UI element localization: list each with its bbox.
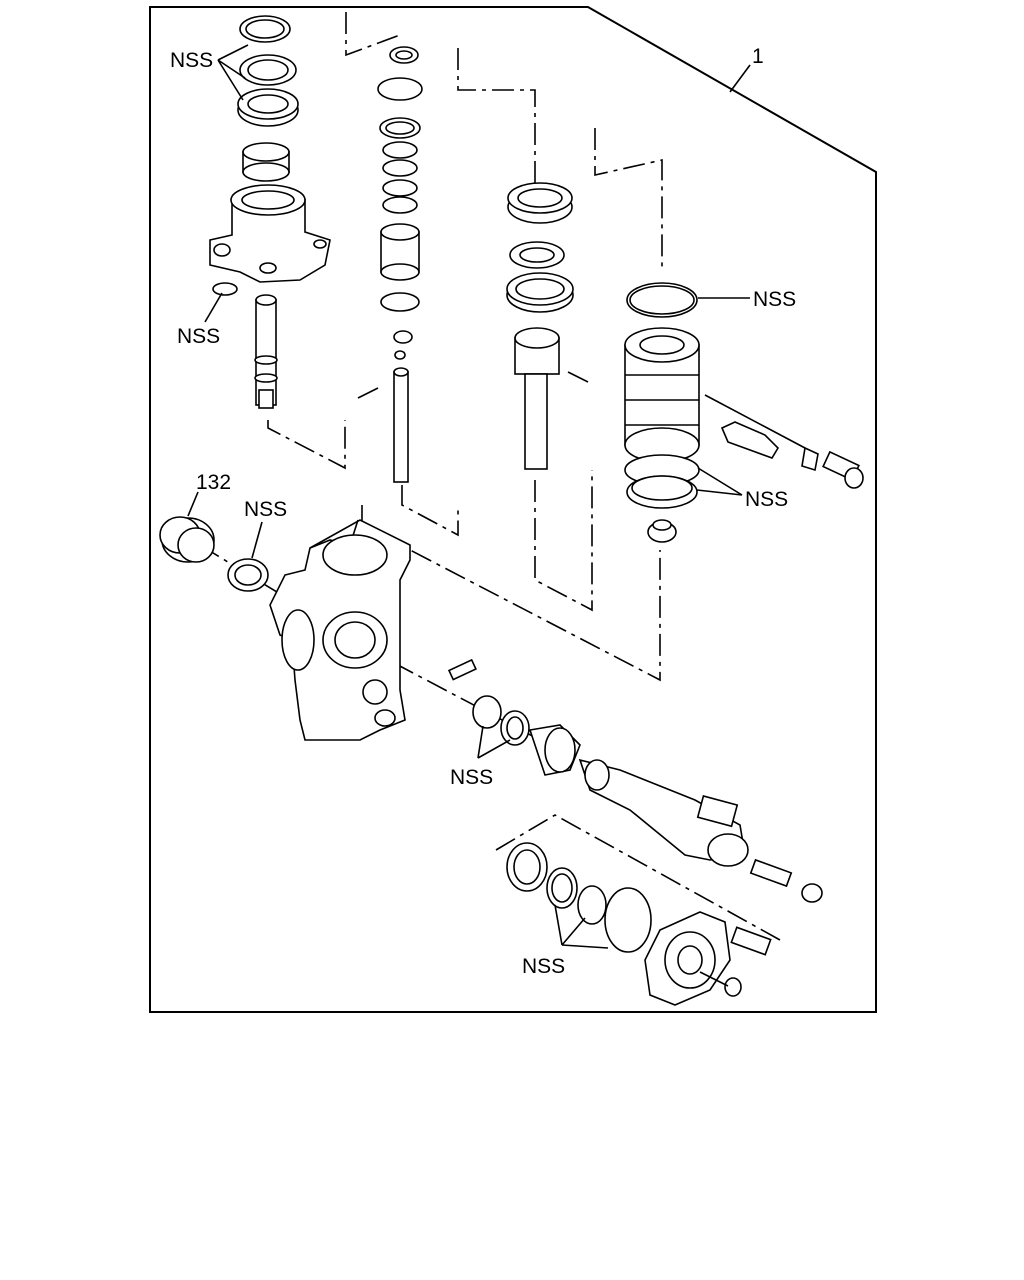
column-1-parts bbox=[209, 15, 331, 409]
side-cover-group bbox=[506, 842, 823, 1006]
guide-line-col3 bbox=[457, 48, 536, 185]
guide-line-col4 bbox=[594, 128, 663, 270]
guide-line-cover bbox=[495, 814, 781, 941]
callout-nss-oring: NSS bbox=[177, 325, 220, 348]
callout-nss-shaft-seals: NSS bbox=[450, 766, 493, 789]
guide-line-col2 bbox=[345, 12, 401, 57]
guide-line-col2-lower bbox=[401, 485, 459, 537]
callout-nss-piston-rings: NSS bbox=[745, 488, 788, 511]
diagram-frame bbox=[149, 6, 877, 1013]
column-4-parts bbox=[624, 282, 864, 543]
callout-132: 132 bbox=[196, 471, 231, 494]
label-assembly-1: 1 bbox=[752, 45, 764, 68]
guide-line-col3-lower bbox=[534, 470, 593, 612]
callout-nss-housing-seal: NSS bbox=[244, 498, 287, 521]
sector-shaft-group bbox=[472, 695, 749, 867]
column-3-parts bbox=[506, 182, 589, 470]
guide-line-col1 bbox=[267, 420, 346, 470]
callout-nss-large-oring: NSS bbox=[753, 288, 796, 311]
callout-nss-cover-seals: NSS bbox=[522, 955, 565, 978]
callout-nss-top-left: NSS bbox=[170, 49, 213, 72]
guide-line-housing bbox=[361, 505, 661, 682]
column-2-parts bbox=[357, 46, 423, 483]
gear-housing bbox=[269, 519, 477, 741]
seal-group-left bbox=[159, 516, 269, 592]
